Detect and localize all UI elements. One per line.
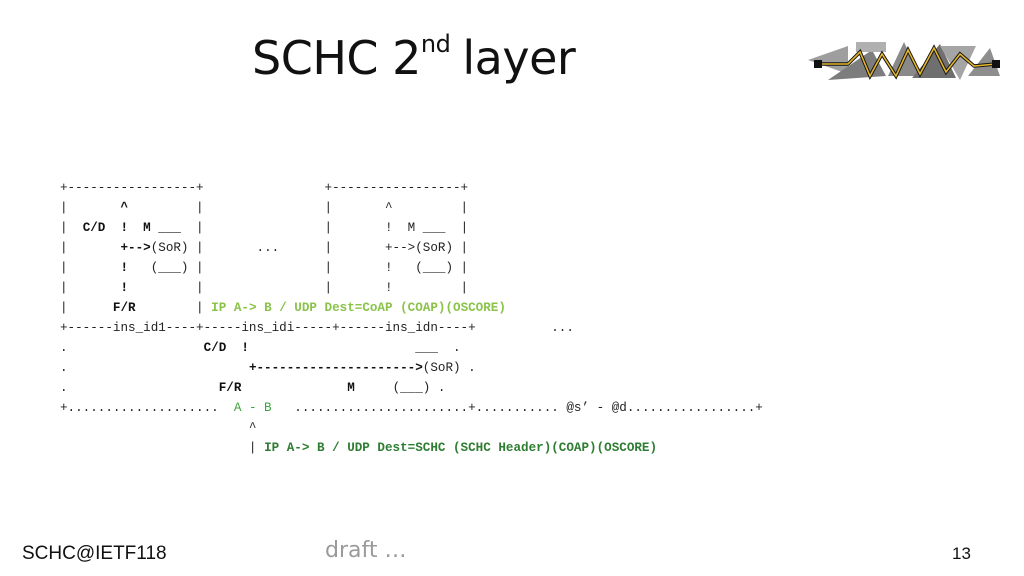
ascii-diagram: +-----------------+ +-----------------+ … [60,181,763,455]
title-end: layer [462,31,576,85]
a-b-label: A - B [233,401,272,415]
footer-draft: draft … [325,538,407,563]
schc-logo-icon [808,42,1000,81]
title-main: SCHC 2 [252,31,421,85]
page-number: 13 [952,544,971,563]
footer-event: SCHC@IETF118 [22,543,167,564]
schc-header-label: IP A-> B / UDP Dest=SCHC (SCHC Header)(C… [264,441,658,455]
title-superscript: nd [420,30,451,58]
coap-header-label: IP A-> B / UDP Dest=CoAP (COAP)(OSCORE) [211,301,506,315]
